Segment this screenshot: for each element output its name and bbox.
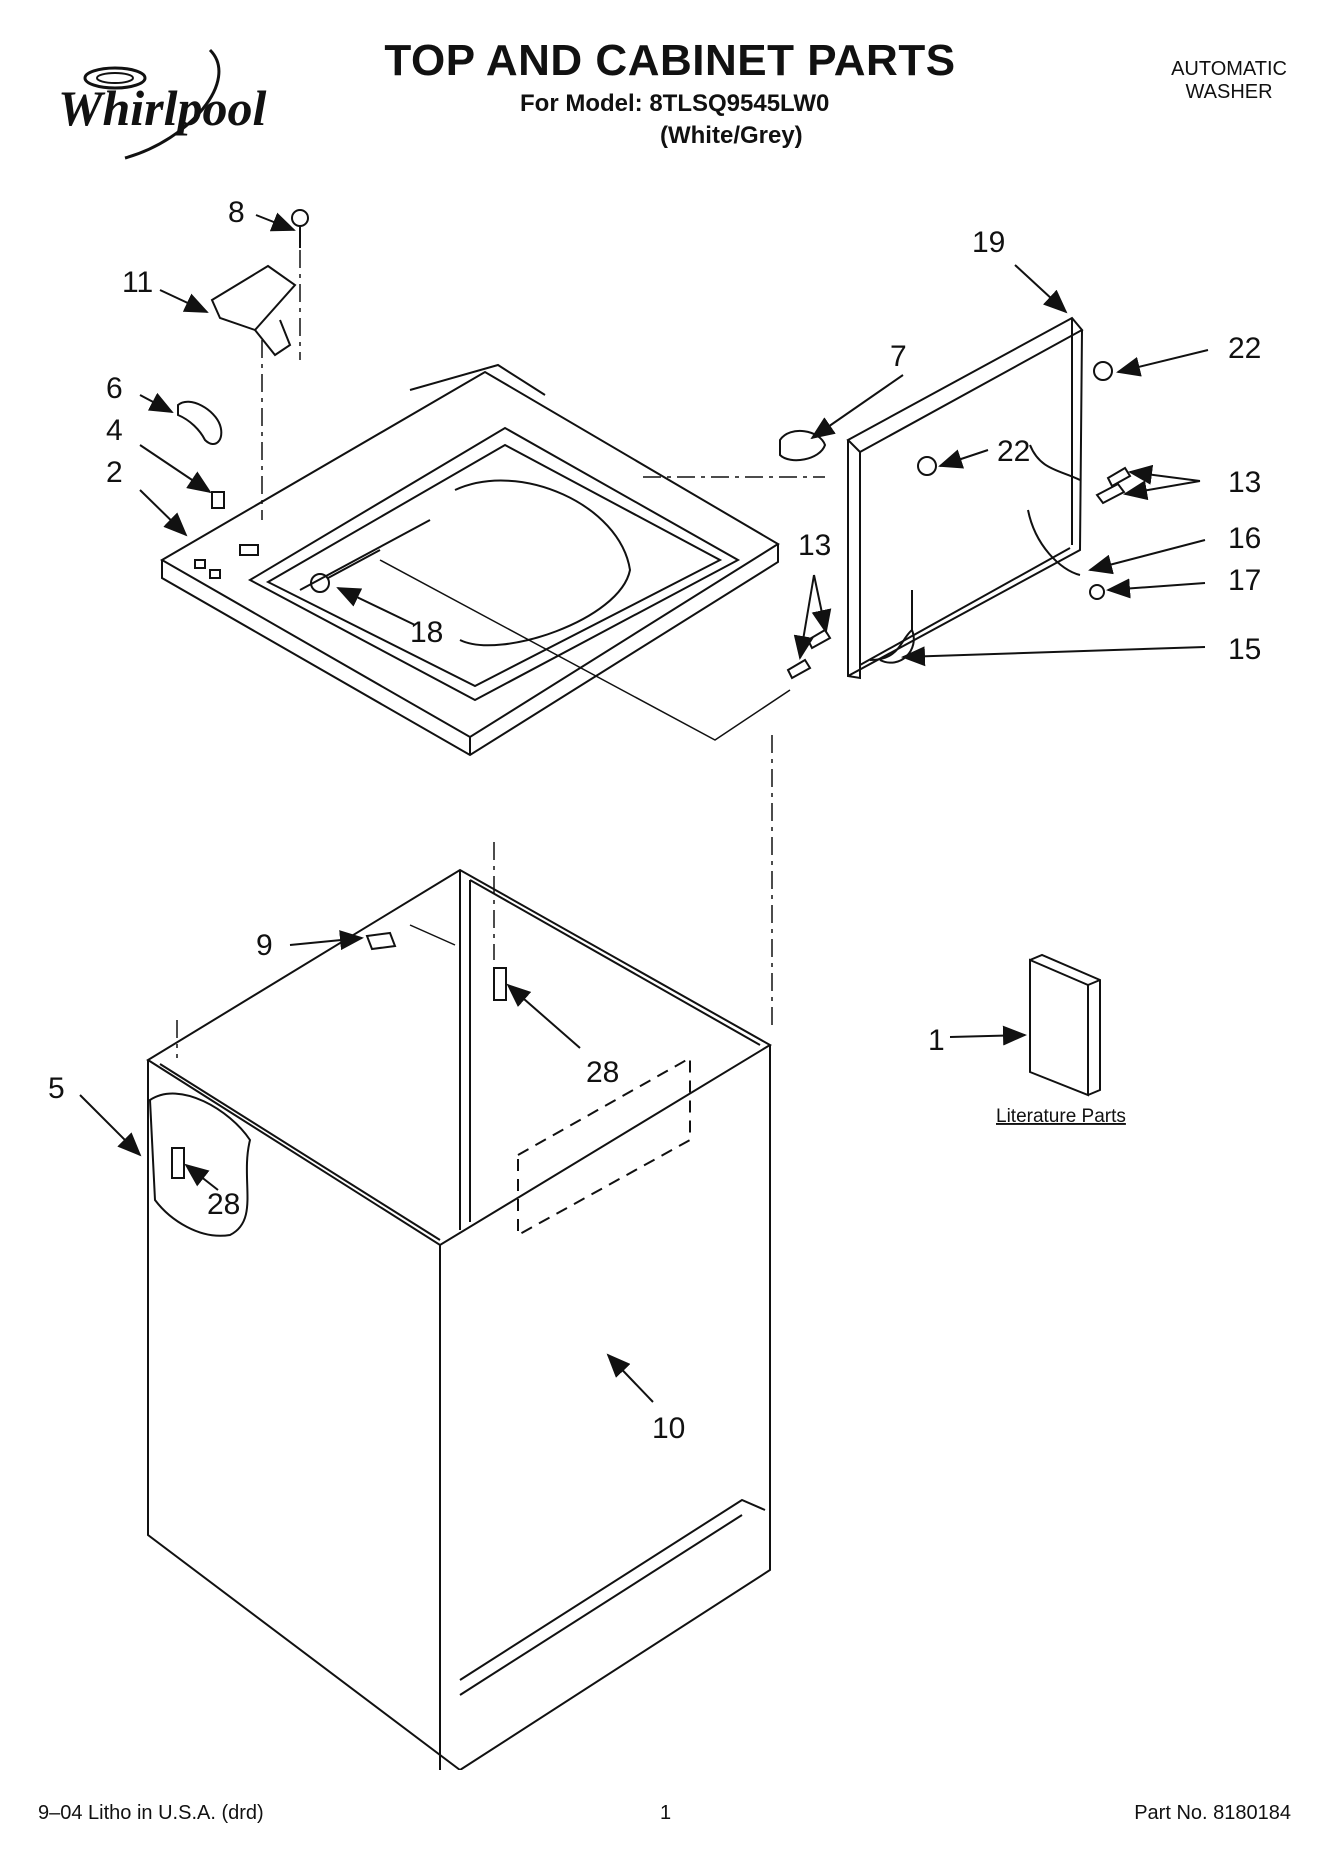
parts-diagram: 8 11 6 4 2 18 7 19 22 22 13 13 16 17 15 … — [48, 196, 1261, 1770]
callout-19: 19 — [972, 226, 1005, 259]
page-title: TOP AND CABINET PARTS — [384, 36, 956, 85]
brand-wordmark: Whirlpool — [58, 80, 267, 136]
part-number: Part No. 8180184 — [1134, 1802, 1291, 1824]
callout-17: 17 — [1228, 564, 1261, 597]
litho-note: 9–04 Litho in U.S.A. (drd) — [38, 1802, 264, 1824]
tube-18 — [310, 549, 381, 593]
callout-10: 10 — [652, 1412, 685, 1445]
callout-1: 1 — [928, 1024, 945, 1057]
literature-parts-label: Literature Parts — [996, 1106, 1126, 1127]
callout-15: 15 — [1228, 633, 1261, 666]
plug-22a — [1093, 361, 1113, 381]
console-panel — [846, 316, 1084, 680]
callout-13-left: 13 — [798, 529, 831, 562]
callout-6: 6 — [106, 372, 123, 405]
page-number: 1 — [660, 1802, 672, 1824]
cabinet — [146, 868, 772, 1770]
screw-8 — [291, 209, 309, 248]
screw-13b — [786, 628, 832, 680]
cabinet-label-area — [517, 1056, 691, 1237]
callout-16: 16 — [1228, 522, 1261, 555]
clip-4 — [211, 491, 225, 509]
callout-4: 4 — [106, 414, 123, 447]
whirlpool-logo: Whirlpool — [40, 40, 280, 165]
callout-9: 9 — [256, 929, 273, 962]
callout-28-inner: 28 — [586, 1056, 619, 1089]
screw-9 — [365, 931, 397, 951]
callout-13-right: 13 — [1228, 466, 1261, 499]
appliance-type: AUTOMATIC WASHER — [1171, 58, 1287, 104]
harness-16 — [1027, 509, 1081, 576]
screw-28b — [171, 1147, 185, 1179]
clip-6 — [177, 400, 223, 445]
appliance-type-line1: AUTOMATIC — [1171, 58, 1287, 80]
callout-22-top: 22 — [1228, 332, 1261, 365]
callout-5: 5 — [48, 1072, 65, 1105]
callout-2: 2 — [106, 456, 123, 489]
callout-28-side: 28 — [207, 1188, 240, 1221]
callout-7: 7 — [890, 340, 907, 373]
callout-8: 8 — [228, 196, 245, 229]
callout-18: 18 — [410, 616, 443, 649]
screw-28a — [493, 967, 507, 1001]
callout-11: 11 — [122, 266, 153, 299]
model-color: (White/Grey) — [660, 122, 803, 149]
top-panel — [160, 363, 780, 757]
appliance-type-line2: WASHER — [1185, 81, 1273, 103]
screw-13a — [1095, 466, 1132, 505]
callout-22-mid: 22 — [997, 435, 1030, 468]
knob-7 — [779, 429, 827, 462]
model-number: For Model: 8TLSQ9545LW0 — [520, 90, 830, 117]
literature-booklet — [1029, 953, 1101, 1097]
lid-switch — [210, 264, 297, 357]
plug-22b — [917, 456, 937, 476]
clip-17 — [1089, 584, 1105, 600]
